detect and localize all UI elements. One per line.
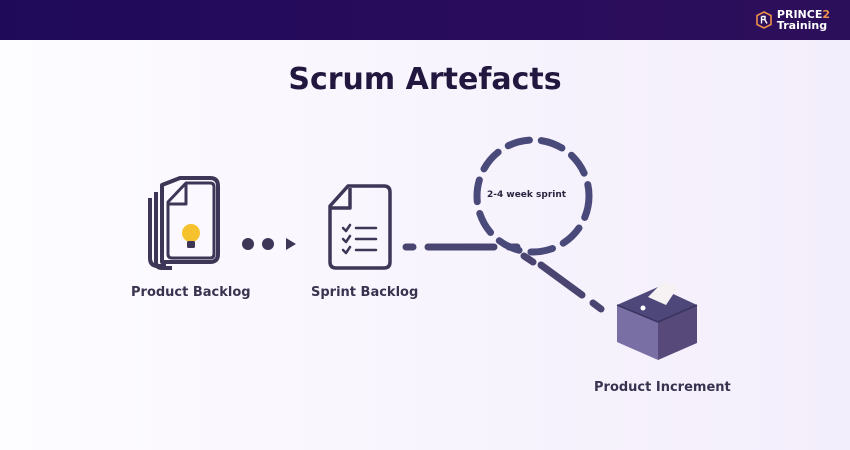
prince2-shield-icon (756, 11, 772, 29)
page-title: Scrum Artefacts (288, 62, 562, 97)
sprint-duration-label: 2-4 week sprint (487, 190, 567, 200)
brand-logo[interactable]: PRINCE2 Training (756, 9, 830, 31)
increment-connector-line (520, 252, 605, 313)
product-backlog-label: Product Backlog (131, 285, 251, 300)
progress-arrow-icon (242, 238, 296, 250)
stacked-document-lightbulb-icon (148, 176, 220, 270)
sprint-cycle-circle (473, 136, 593, 256)
logo-line-1: PRINCE2 (776, 8, 830, 21)
box-icon (616, 281, 698, 360)
top-banner: PRINCE2 Training (0, 0, 850, 40)
checklist-document-icon (328, 184, 392, 270)
product-increment-label: Product Increment (594, 380, 731, 395)
logo-line-2: Training (776, 19, 828, 32)
sprint-backlog-label: Sprint Backlog (311, 285, 419, 300)
lightbulb-icon (182, 224, 200, 242)
